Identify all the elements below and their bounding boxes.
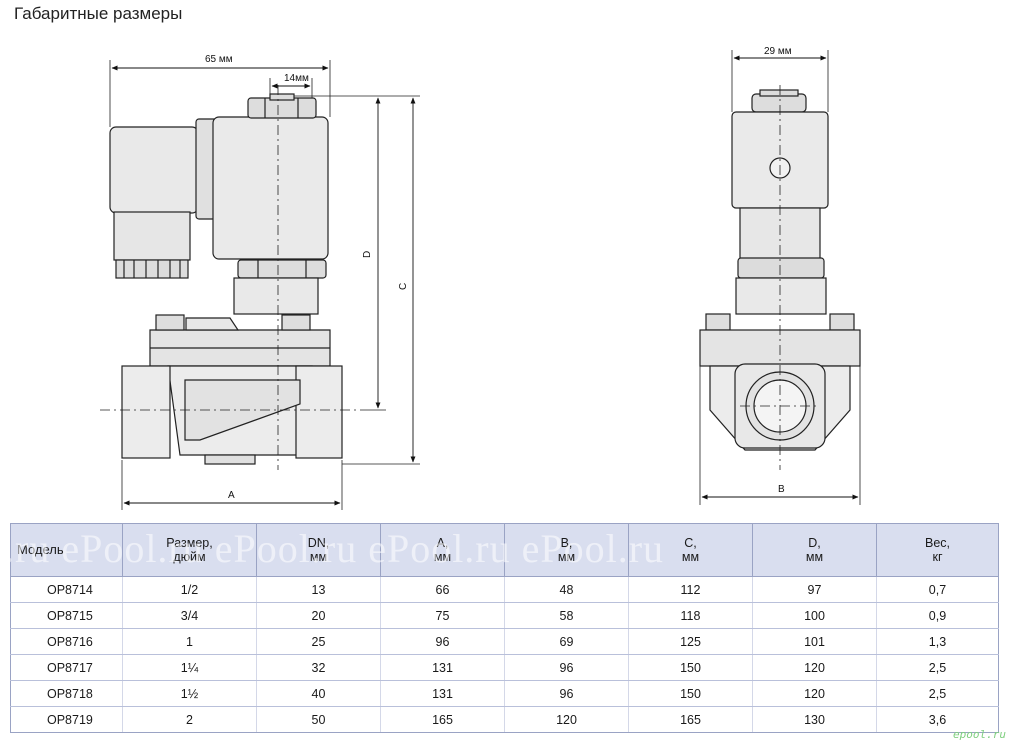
brand-logo: epool.ru — [953, 728, 1006, 741]
port-right — [295, 365, 343, 459]
dim-a-label: A — [228, 490, 235, 501]
port-left — [121, 365, 171, 459]
coil — [212, 116, 329, 260]
header-a: A,мм — [380, 523, 505, 577]
dim-d-label: D — [362, 251, 373, 258]
side-view — [699, 89, 861, 451]
header-b: B,мм — [504, 523, 629, 577]
specifications-table: Модель Размер,дюйм DN,мм A,мм B,мм C,мм … — [10, 523, 999, 733]
dim-65-label: 65 мм — [205, 54, 233, 65]
header-dn: DN,мм — [256, 523, 381, 577]
header-model: Модель — [10, 523, 123, 577]
front-view — [109, 93, 343, 465]
dim-29-label: 29 мм — [764, 46, 792, 57]
bottom-nut — [237, 259, 327, 279]
table-header-row: Модель Размер,дюйм DN,мм A,мм B,мм C,мм … — [10, 523, 999, 577]
valve-drawing: 65 мм 14мм D C A 29 мм B — [100, 46, 861, 510]
top-nut — [247, 97, 317, 119]
header-d: D,мм — [752, 523, 877, 577]
header-size: Размер,дюйм — [122, 523, 257, 577]
dim-14-label: 14мм — [284, 73, 309, 84]
connector-nut — [115, 259, 189, 279]
connector-neck — [113, 211, 191, 261]
dim-c-label: C — [398, 283, 409, 290]
dim-b-label: B — [778, 484, 785, 495]
header-weight: Вес,кг — [876, 523, 999, 577]
header-c: C,мм — [628, 523, 753, 577]
connector-box — [109, 126, 199, 214]
page-title: Габаритные размеры — [14, 4, 183, 23]
